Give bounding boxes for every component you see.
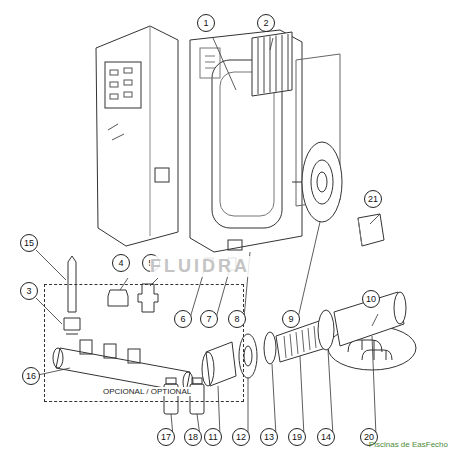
callout-number: 12 bbox=[232, 428, 250, 446]
callout-number: 14 bbox=[317, 428, 335, 446]
callout-number: 8 bbox=[228, 310, 246, 328]
callout-number: 7 bbox=[200, 310, 218, 328]
optional-group-box: OPCIONAL / OPTIONAL bbox=[44, 284, 244, 402]
callout-number: 15 bbox=[20, 234, 38, 252]
callout-number: 10 bbox=[362, 290, 380, 308]
callout-number: 3 bbox=[20, 282, 38, 300]
callout-number: 21 bbox=[364, 190, 382, 208]
callout-number: 19 bbox=[288, 428, 306, 446]
watermark: FLUIDRA bbox=[150, 256, 250, 277]
callout-number: 16 bbox=[22, 367, 40, 385]
callout-number: 13 bbox=[260, 428, 278, 446]
callout-number: 2 bbox=[257, 14, 275, 32]
callout-number: 17 bbox=[157, 428, 175, 446]
callout-number: 6 bbox=[174, 310, 192, 328]
callout-number: 4 bbox=[112, 254, 130, 272]
group-caption: OPCIONAL / OPTIONAL bbox=[101, 387, 193, 396]
callout-number: 1 bbox=[197, 14, 215, 32]
shop-watermark: Piscinas de EasFecho bbox=[369, 440, 448, 449]
callout-number: 18 bbox=[184, 428, 202, 446]
callout-number: 11 bbox=[204, 428, 222, 446]
callout-number: 9 bbox=[282, 310, 300, 328]
